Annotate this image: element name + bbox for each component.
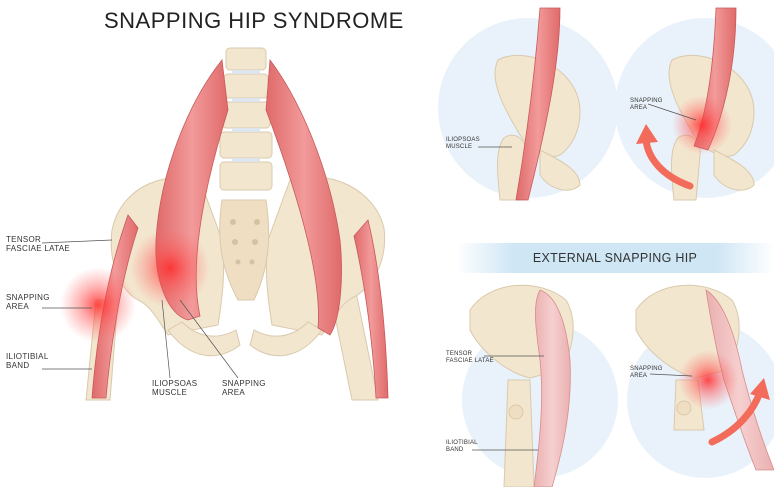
sacral-foramen [232,239,238,245]
label-snapping-area: SNAPPING AREA [6,293,50,311]
internal-snapping-panel [438,8,774,200]
label-snapping-area-inset: SNAPPING AREA [630,98,663,112]
snapping-glow [678,350,738,410]
snapping-glow-center [130,228,210,308]
label-snapping-area-center: SNAPPING AREA [222,379,266,397]
lumbar-spine [220,48,272,190]
external-snapping-panel [462,285,774,487]
page-title: SNAPPING HIP SYNDROME [104,8,404,34]
sacrum [220,200,269,300]
main-pelvis-figure [42,48,388,400]
label-iliotibial-band: ILIOTIBIAL BAND [6,352,49,370]
femur [504,380,534,487]
label-tensor-fasciae-latae-inset: TENSOR FASCIAE LATAE [446,351,494,365]
sacral-foramen [236,260,241,265]
lesser-trochanter [509,405,523,419]
sacral-foramen [250,260,255,265]
snapping-glow-left [60,267,136,343]
label-iliopsoas-muscle-inset: ILIOPSOAS MUSCLE [446,137,480,151]
banner-title: EXTERNAL SNAPPING HIP [456,243,774,273]
label-iliopsoas-muscle: ILIOPSOAS MUSCLE [152,379,197,397]
sacral-foramen [230,219,236,225]
label-iliotibial-band-inset: ILIOTIBIAL BAND [446,440,478,454]
sacral-foramen [252,239,258,245]
label-snapping-area-external: SNAPPING AREA [630,366,663,380]
label-tensor-fasciae-latae: TENSOR FASCIAE LATAE [6,235,70,253]
sacral-foramen [254,219,260,225]
external-snapping-banner: EXTERNAL SNAPPING HIP [456,243,774,273]
snapping-glow [672,95,732,155]
